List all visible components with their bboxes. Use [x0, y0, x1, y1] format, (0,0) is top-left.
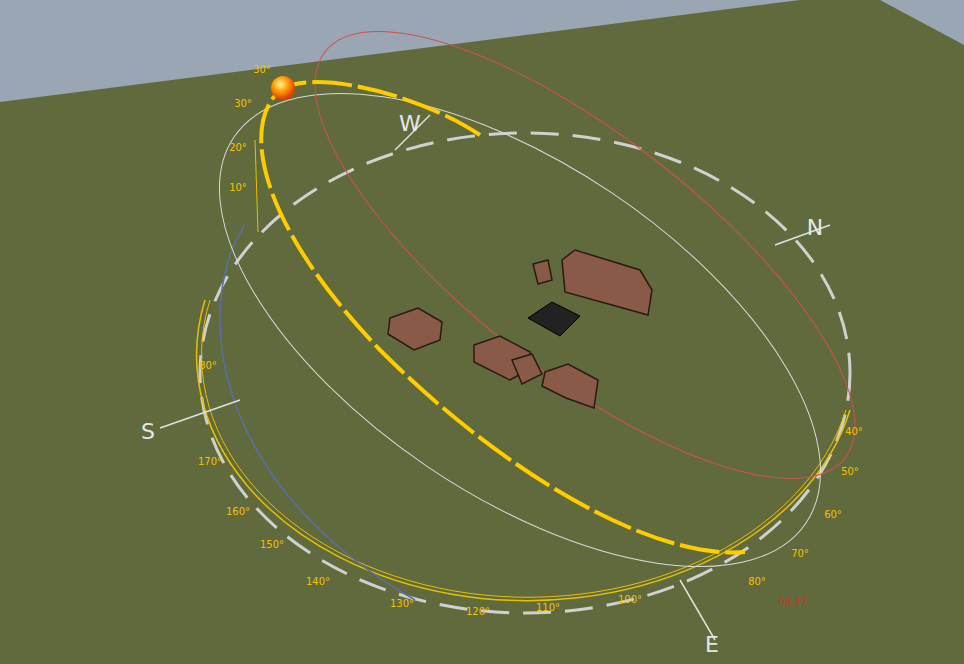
compass-letter: W: [399, 113, 421, 135]
altitude-scale: [255, 140, 258, 232]
degree-label: 100°: [618, 595, 642, 605]
degree-label: 80°: [199, 361, 217, 371]
degree-label: 20°: [229, 143, 247, 153]
sun-marker: [271, 76, 295, 100]
site-grid: [528, 302, 580, 336]
degree-label: 120°: [466, 607, 490, 617]
degree-label: 10°: [229, 183, 247, 193]
degree-label: 130°: [390, 599, 414, 609]
compass-lines: [160, 115, 830, 640]
compass-letter: N: [807, 217, 823, 239]
degree-label: 140°: [306, 577, 330, 587]
degree-label: 60°: [824, 510, 842, 520]
degree-label: 80°: [748, 577, 766, 587]
degree-label: 110°: [536, 603, 560, 613]
degree-label: 30°: [253, 65, 271, 75]
summer-sun-path: [252, 0, 917, 551]
degree-label: 170°: [198, 457, 222, 467]
degree-label: 50°: [841, 467, 859, 477]
degree-label: 40°: [845, 427, 863, 437]
bearing-scale-outer: [197, 300, 850, 601]
degree-label: 150°: [260, 540, 284, 550]
equinox-sun-path: [142, 0, 899, 659]
time-label: 08:17: [779, 598, 808, 608]
degree-label: 70°: [791, 549, 809, 559]
degree-label: 160°: [226, 507, 250, 517]
current-sun-path: [261, 82, 745, 552]
winter-sun-path: [220, 225, 415, 600]
degree-label: 30°: [234, 99, 252, 109]
horizon-ring: [200, 133, 850, 613]
compass-letter: S: [141, 421, 155, 443]
buildings: [388, 250, 652, 408]
compass-letter: E: [705, 634, 719, 656]
bearing-scale-inner: [202, 300, 846, 597]
